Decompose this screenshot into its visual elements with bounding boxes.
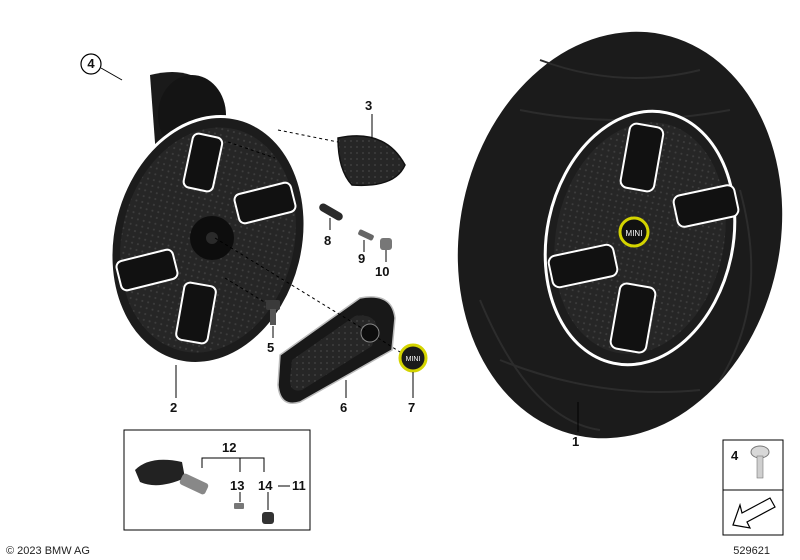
rim-part-2[interactable] (86, 72, 331, 384)
center-panel-part-6[interactable] (277, 296, 396, 404)
leader-lines (175, 114, 579, 432)
tpms-cap-part-14[interactable] (262, 512, 274, 524)
callout-9[interactable]: 9 (358, 251, 365, 266)
valve-cap-part-10[interactable] (380, 238, 392, 250)
callout-6[interactable]: 6 (340, 400, 347, 415)
callout-12[interactable]: 12 (222, 440, 236, 455)
callout-2[interactable]: 2 (170, 400, 177, 415)
center-cap-part-7[interactable]: MINI (398, 343, 428, 373)
tpms-valve-part-13[interactable] (234, 503, 244, 509)
callout-10[interactable]: 10 (375, 264, 389, 279)
callout-13[interactable]: 13 (230, 478, 244, 493)
callout-label: 4 (87, 56, 95, 71)
callout-3[interactable]: 3 (365, 98, 372, 113)
callout-11[interactable]: 11 (292, 478, 306, 493)
callout-4-circled[interactable]: 4 (80, 53, 123, 81)
callout-4-box[interactable]: 4 (731, 448, 739, 463)
callout-14[interactable]: 14 (258, 478, 273, 493)
callout-7[interactable]: 7 (408, 400, 415, 415)
tpms-detail-box: 12 13 14 11 (123, 429, 311, 531)
callout-1[interactable]: 1 (572, 434, 579, 449)
callout-8[interactable]: 8 (324, 233, 331, 248)
wheel-bolt-part-5[interactable] (266, 300, 280, 325)
screw-legend-box: 4 (722, 439, 784, 536)
copyright-text: © 2023 BMW AG (6, 545, 90, 557)
tpms-sensor-part-12[interactable] (135, 459, 209, 496)
center-cap-logo: MINI (626, 229, 643, 238)
valve-part-8[interactable] (318, 202, 345, 222)
diagram-id: 529621 (733, 545, 770, 557)
complete-wheel-part-1[interactable]: MINI (421, 1, 800, 469)
cap-logo-text: MINI (406, 356, 421, 363)
arrow-left-icon (732, 497, 776, 529)
cover-part-3[interactable] (337, 135, 406, 187)
valve-insert-part-9[interactable] (357, 229, 374, 241)
screw-icon (750, 445, 770, 479)
callout-5[interactable]: 5 (267, 340, 274, 355)
